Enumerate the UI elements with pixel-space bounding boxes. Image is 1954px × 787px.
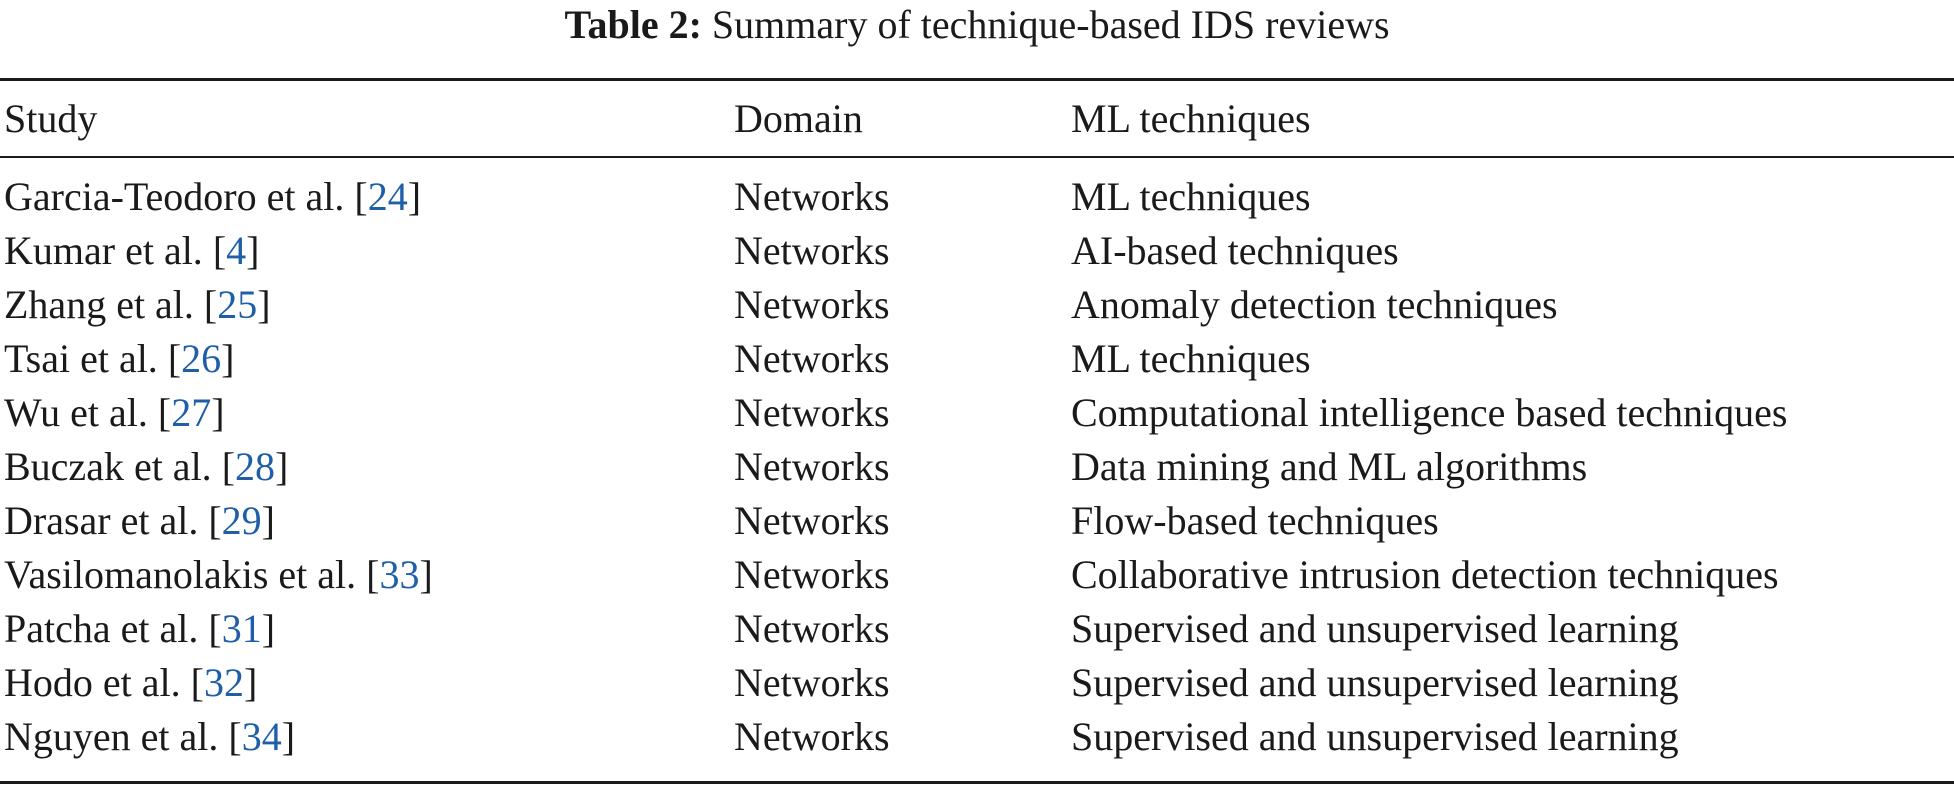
table-row: Wu et al. [27] Networks Computational inte… — [0, 386, 1954, 440]
citation-link[interactable]: 24 — [367, 174, 408, 219]
table-row: Buczak et al. [28] Networks Data mining an… — [0, 440, 1954, 494]
table-spacer-row — [0, 154, 1954, 170]
table-row: Drasar et al. [29] Networks Flow-based tec… — [0, 494, 1954, 548]
table-row: Patcha et al. [31] Networks Supervised and… — [0, 602, 1954, 656]
table-top-rule — [0, 78, 1954, 81]
study-author: Patcha et al. — [4, 606, 199, 651]
domain-cell: Networks — [734, 552, 890, 597]
citation-link[interactable]: 26 — [181, 336, 222, 381]
study-cell: Hodo et al. [32] — [4, 660, 258, 705]
domain-cell: Networks — [734, 444, 890, 489]
study-author: Buczak et al. — [4, 444, 212, 489]
citation-link[interactable]: 31 — [221, 606, 262, 651]
table-row: Vasilomanolakis et al. [33] Networks Colla… — [0, 548, 1954, 602]
table-row: Zhang et al. [25] Networks Anomaly detecti… — [0, 278, 1954, 332]
study-cell: Buczak et al. [28] — [4, 444, 289, 489]
table-caption: Table 2: Summary of technique-based IDS … — [0, 0, 1954, 56]
ml-technique-cell: AI-based techniques — [1071, 228, 1399, 273]
citation-link[interactable]: 25 — [217, 282, 258, 327]
ml-technique-cell: Supervised and unsupervised learning — [1071, 714, 1679, 759]
citation-link[interactable]: 29 — [221, 498, 262, 543]
study-author: Wu et al. — [4, 390, 148, 435]
domain-cell: Networks — [734, 498, 890, 543]
table-header-row: Study Domain ML techniques — [0, 83, 1954, 154]
citation-link[interactable]: 32 — [203, 660, 244, 705]
table-row: Hodo et al. [32] Networks Supervised and u… — [0, 656, 1954, 710]
study-author: Nguyen et al. — [4, 714, 219, 759]
study-cell: Zhang et al. [25] — [4, 282, 271, 327]
study-author: Vasilomanolakis et al. — [4, 552, 357, 597]
table-caption-text: Summary of technique-based IDS reviews — [711, 2, 1390, 47]
domain-cell: Networks — [734, 282, 890, 327]
study-cell: Garcia-Teodoro et al. [24] — [4, 174, 422, 219]
study-author: Hodo et al. — [4, 660, 181, 705]
ml-technique-cell: Anomaly detection techniques — [1071, 282, 1558, 327]
domain-cell: Networks — [734, 336, 890, 381]
domain-cell: Networks — [734, 174, 890, 219]
study-author: Drasar et al. — [4, 498, 199, 543]
study-author: Tsai et al. — [4, 336, 158, 381]
study-cell: Nguyen et al. [34] — [4, 714, 296, 759]
table-row: Tsai et al. [26] Networks ML techniques — [0, 332, 1954, 386]
table-row: Garcia-Teodoro et al. [24] Networks ML tec… — [0, 170, 1954, 224]
column-header-ml-techniques: ML techniques — [1071, 96, 1311, 141]
study-author: Zhang et al. — [4, 282, 194, 327]
table-bottom-rule — [0, 781, 1954, 784]
ml-technique-cell: Supervised and unsupervised learning — [1071, 606, 1679, 651]
citation-link[interactable]: 4 — [226, 228, 247, 273]
table-caption-label: Table 2: — [564, 2, 702, 47]
citation-link[interactable]: 28 — [235, 444, 276, 489]
table-row: Nguyen et al. [34] Networks Supervised and… — [0, 710, 1954, 764]
study-author: Garcia-Teodoro et al. — [4, 174, 345, 219]
table-body: Garcia-Teodoro et al. [24] Networks ML tec… — [0, 154, 1954, 764]
citation-link[interactable]: 34 — [241, 714, 282, 759]
ml-technique-cell: Data mining and ML algorithms — [1071, 444, 1588, 489]
table-header-rule — [0, 156, 1954, 158]
study-cell: Tsai et al. [26] — [4, 336, 235, 381]
domain-cell: Networks — [734, 660, 890, 705]
ml-technique-cell: Collaborative intrusion detection techni… — [1071, 552, 1779, 597]
ml-technique-cell: Supervised and unsupervised learning — [1071, 660, 1679, 705]
table-row: Kumar et al. [4] Networks AI-based techniq… — [0, 224, 1954, 278]
ml-technique-cell: Computational intelligence based techniq… — [1071, 390, 1788, 435]
domain-cell: Networks — [734, 714, 890, 759]
study-cell: Wu et al. [27] — [4, 390, 225, 435]
ml-technique-cell: ML techniques — [1071, 174, 1311, 219]
study-cell: Kumar et al. [4] — [4, 228, 260, 273]
column-header-study: Study — [4, 96, 98, 141]
citation-link[interactable]: 27 — [171, 390, 212, 435]
ml-technique-cell: Flow-based techniques — [1071, 498, 1439, 543]
domain-cell: Networks — [734, 606, 890, 651]
study-cell: Drasar et al. [29] — [4, 498, 275, 543]
column-header-domain: Domain — [734, 96, 863, 141]
domain-cell: Networks — [734, 390, 890, 435]
ml-technique-cell: ML techniques — [1071, 336, 1311, 381]
domain-cell: Networks — [734, 228, 890, 273]
summary-table: Study Domain ML techniques Garcia-Teodor… — [0, 83, 1954, 764]
study-cell: Vasilomanolakis et al. [33] — [4, 552, 433, 597]
citation-link[interactable]: 33 — [379, 552, 420, 597]
study-author: Kumar et al. — [4, 228, 203, 273]
study-cell: Patcha et al. [31] — [4, 606, 276, 651]
